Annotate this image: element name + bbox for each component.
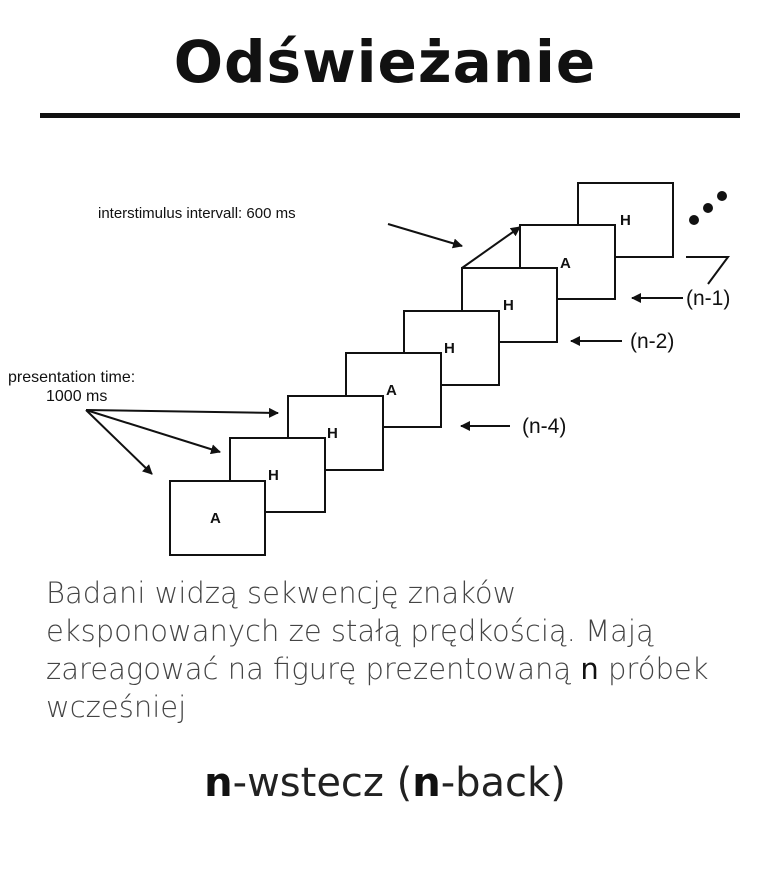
letter-7: A <box>560 255 571 272</box>
description-bold-n: n <box>580 652 599 686</box>
n2-label: (n-2) <box>630 330 674 353</box>
presentation-arrow-2 <box>85 409 221 455</box>
stimulus-frames <box>169 182 674 556</box>
n4-label: (n-4) <box>522 415 566 438</box>
nback-text-2: -back) <box>440 760 566 806</box>
description-part-2: próbek wcześniej <box>46 652 709 724</box>
letter-8: H <box>620 212 631 229</box>
letter-1: A <box>210 510 221 527</box>
presentation-label-1: presentation time: <box>8 369 135 386</box>
frame-1 <box>169 480 266 556</box>
isi-gap-arrow <box>461 226 521 269</box>
nback-n-2: n <box>412 760 441 806</box>
continuation-dots <box>689 191 727 225</box>
isi-label: interstimulus intervall: 600 ms <box>98 205 296 222</box>
letter-2: H <box>268 467 279 484</box>
letter-4: A <box>386 382 397 399</box>
letter-5: H <box>444 340 455 357</box>
presentation-arrow-3 <box>85 409 153 475</box>
title-divider <box>40 113 740 118</box>
description: Badani widzą sekwencję znaków eksponowan… <box>46 574 746 726</box>
description-part-1: Badani widzą sekwencję znaków eksponowan… <box>46 576 654 686</box>
nback-text-1: -wstecz ( <box>232 760 413 806</box>
continuation-bracket <box>686 256 730 285</box>
n-back-diagram: A H H A H H A H interstimulus intervall:… <box>8 182 730 556</box>
presentation-label-2: 1000 ms <box>46 388 107 405</box>
page-title: Odświeżanie <box>173 28 597 96</box>
n1-label: (n-1) <box>686 287 730 310</box>
nback-n-1: n <box>204 760 233 806</box>
letter-6: H <box>503 297 514 314</box>
n-back-caption: n-wstecz (n-back) <box>0 760 770 806</box>
presentation-arrow-1 <box>85 407 279 418</box>
frame-6 <box>461 267 558 343</box>
isi-arrow <box>387 223 463 249</box>
letter-3: H <box>327 425 338 442</box>
